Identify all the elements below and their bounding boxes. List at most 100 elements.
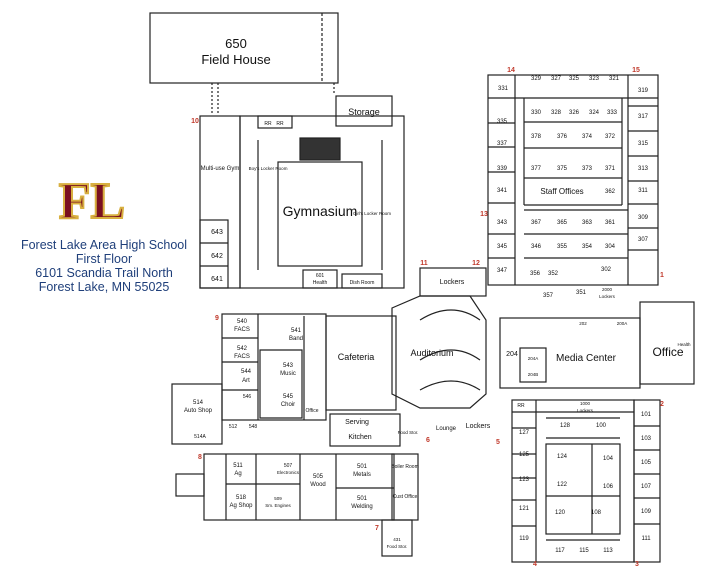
svg-text:355: 355 — [557, 244, 568, 250]
svg-text:372: 372 — [605, 134, 616, 140]
svg-text:346: 346 — [531, 244, 542, 250]
svg-text:128: 128 — [560, 423, 571, 429]
svg-text:642: 642 — [211, 253, 223, 260]
svg-text:FACS: FACS — [234, 327, 250, 333]
svg-text:RR: RR — [264, 121, 272, 127]
svg-text:Multi-use Gym: Multi-use Gym — [201, 166, 240, 172]
svg-text:Cust Office: Cust Office — [393, 494, 418, 500]
svg-text:365: 365 — [557, 220, 568, 226]
svg-text:103: 103 — [641, 436, 652, 442]
svg-text:RR: RR — [276, 121, 284, 127]
svg-text:Serving: Serving — [345, 419, 369, 426]
svg-text:Kitchen: Kitchen — [348, 434, 371, 441]
label-field-house: Field House — [201, 52, 270, 67]
svg-text:431: 431 — [393, 537, 401, 542]
svg-text:1000: 1000 — [580, 401, 591, 406]
svg-text:11: 11 — [420, 260, 428, 267]
svg-text:120: 120 — [555, 510, 566, 516]
svg-text:315: 315 — [638, 141, 649, 147]
svg-text:125: 125 — [519, 452, 530, 458]
svg-text:331: 331 — [498, 86, 509, 92]
svg-text:347: 347 — [497, 268, 508, 274]
svg-text:13: 13 — [480, 211, 488, 218]
svg-text:127: 127 — [519, 430, 530, 436]
svg-text:514A: 514A — [194, 434, 206, 440]
svg-text:367: 367 — [531, 220, 542, 226]
svg-text:104: 104 — [603, 456, 614, 462]
svg-text:Auto Shop: Auto Shop — [184, 408, 213, 414]
svg-text:324: 324 — [589, 110, 600, 116]
svg-text:Choir: Choir — [281, 402, 295, 408]
room-multi-use-gym[interactable] — [199, 115, 241, 289]
svg-text:15: 15 — [632, 67, 640, 74]
svg-text:124: 124 — [557, 454, 568, 460]
svg-text:345: 345 — [497, 244, 508, 250]
svg-text:Electronics: Electronics — [277, 470, 300, 475]
svg-text:Office: Office — [306, 408, 319, 414]
svg-text:518: 518 — [236, 495, 247, 501]
svg-text:505: 505 — [313, 474, 324, 480]
svg-text:501: 501 — [357, 496, 368, 502]
svg-text:325: 325 — [569, 76, 580, 82]
svg-text:373: 373 — [582, 166, 593, 172]
room-storage[interactable] — [335, 95, 393, 127]
svg-text:363: 363 — [582, 220, 593, 226]
svg-text:FL: FL — [59, 173, 125, 226]
svg-text:Lockers: Lockers — [466, 423, 491, 430]
svg-text:Lockers: Lockers — [599, 294, 616, 299]
svg-text:121: 121 — [519, 506, 530, 512]
label-cafeteria: Cafeteria — [338, 352, 375, 362]
svg-text:100: 100 — [596, 423, 607, 429]
svg-text:545: 545 — [283, 394, 294, 400]
room-gymnasium[interactable] — [277, 161, 363, 267]
svg-text:546: 546 — [243, 394, 252, 400]
svg-text:548: 548 — [249, 424, 258, 430]
svg-text:Band: Band — [289, 336, 303, 342]
school-name: Forest Lake Area High School — [20, 238, 188, 252]
room-serving — [329, 413, 401, 447]
svg-text:361: 361 — [605, 220, 616, 226]
svg-text:107: 107 — [641, 484, 652, 490]
svg-text:307: 307 — [638, 237, 649, 243]
svg-text:511: 511 — [233, 463, 243, 469]
svg-text:119: 119 — [519, 536, 529, 542]
label-650: 650 — [225, 36, 247, 51]
svg-text:204A: 204A — [528, 356, 539, 361]
svg-text:14: 14 — [507, 67, 515, 74]
svg-text:10: 10 — [191, 118, 199, 125]
svg-text:319: 319 — [638, 88, 649, 94]
svg-text:542: 542 — [237, 346, 248, 352]
svg-text:Lounge: Lounge — [436, 426, 457, 432]
svg-text:FACS: FACS — [234, 354, 250, 360]
svg-text:123: 123 — [519, 477, 530, 483]
svg-text:7: 7 — [375, 525, 379, 532]
svg-text:Staff Offices: Staff Offices — [540, 187, 583, 196]
svg-text:3: 3 — [635, 561, 639, 568]
room-field-house[interactable] — [149, 12, 339, 84]
svg-text:327: 327 — [551, 76, 562, 82]
svg-text:Ag: Ag — [234, 471, 241, 477]
svg-text:352: 352 — [548, 271, 559, 277]
svg-text:371: 371 — [605, 166, 616, 172]
svg-text:501: 501 — [357, 464, 368, 470]
svg-text:541: 541 — [291, 328, 302, 334]
svg-text:Wood: Wood — [310, 482, 326, 488]
svg-text:Sm. Engines: Sm. Engines — [265, 503, 291, 508]
label-main-office: Office — [652, 345, 683, 359]
svg-text:Storage: Storage — [348, 107, 380, 117]
svg-text:354: 354 — [582, 244, 593, 250]
svg-text:335: 335 — [497, 119, 508, 125]
svg-text:5: 5 — [496, 439, 500, 446]
svg-text:323: 323 — [589, 76, 600, 82]
svg-text:328: 328 — [551, 110, 562, 116]
label-media-center: Media Center — [556, 353, 617, 364]
svg-text:376: 376 — [557, 134, 568, 140]
svg-text:105: 105 — [641, 460, 652, 466]
svg-text:341: 341 — [497, 188, 508, 194]
main-office-block[interactable] — [639, 301, 695, 385]
svg-text:2: 2 — [660, 401, 664, 408]
svg-text:122: 122 — [557, 482, 568, 488]
room-cafeteria[interactable] — [325, 315, 397, 411]
city-address: Forest Lake, MN 55025 — [38, 280, 170, 294]
